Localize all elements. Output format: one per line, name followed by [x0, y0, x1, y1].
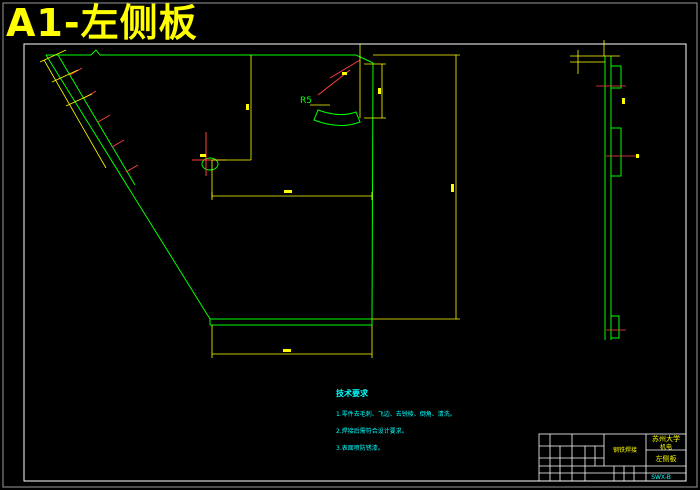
- radius-label: R5: [300, 96, 312, 106]
- dimension-lines: [39, 44, 460, 358]
- drawing-title: A1-左侧板: [6, 1, 198, 45]
- title-block: [538, 433, 687, 482]
- dimension-text-marks: [200, 72, 639, 352]
- title-block-school: 机电: [660, 443, 672, 451]
- title-block-part-name: 左侧板: [656, 454, 677, 463]
- notes-heading: 技术要求: [336, 389, 368, 398]
- title-block-label: 钢铁焊接: [613, 446, 637, 454]
- technical-notes: 技术要求 1.零件去毛刺、飞边、去锐棱、倒角、清洗。 2.焊接后需符合设计要求。…: [336, 388, 456, 460]
- diagonal-callouts: [69, 59, 361, 176]
- inner-frame: [23, 43, 687, 482]
- left-panel-outline: [45, 49, 374, 326]
- title-block-company: 苏州大学: [652, 434, 680, 443]
- note-line: 3.表面喷防锈漆。: [336, 445, 384, 452]
- side-view: [570, 40, 640, 340]
- title-block-drawing-no: SWX-B: [651, 474, 671, 481]
- note-line: 1.零件去毛刺、飞边、去锐棱、倒角、清洗。: [336, 411, 456, 418]
- note-line: 2.焊接后需符合设计要求。: [336, 428, 408, 435]
